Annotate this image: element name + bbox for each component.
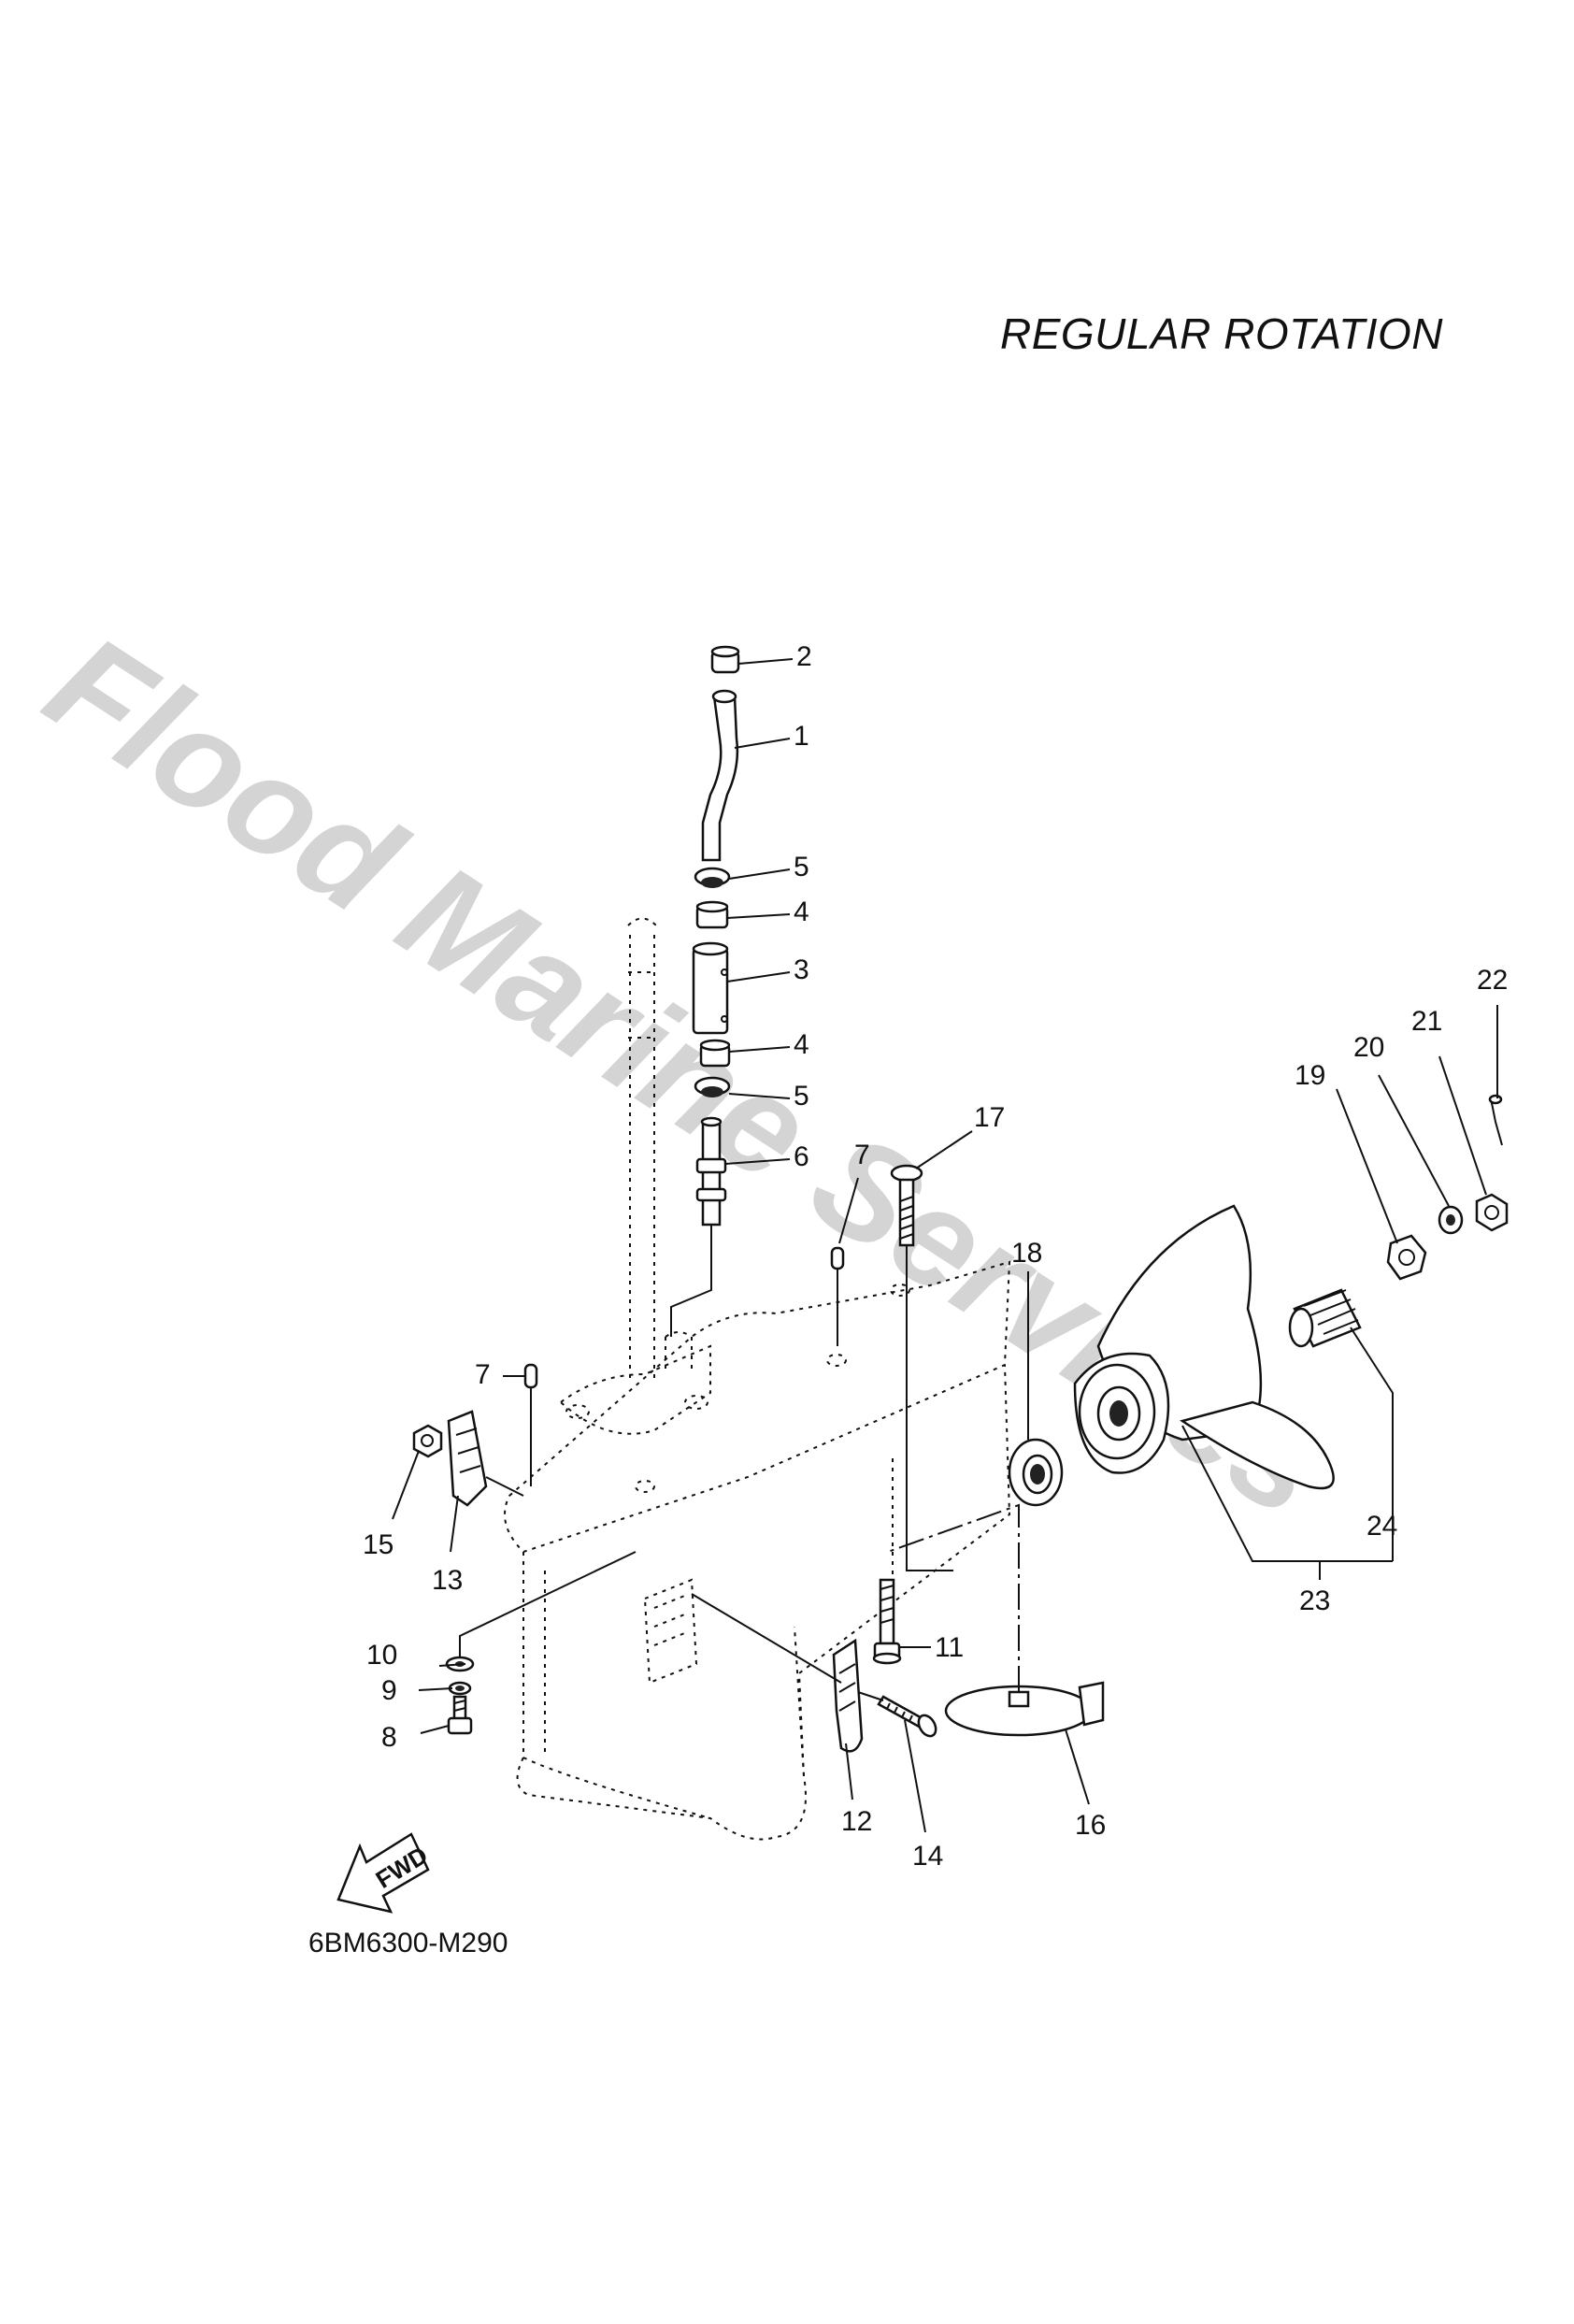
callout-20: 20 — [1353, 1032, 1384, 1063]
bush-spline-24 — [1288, 1288, 1362, 1348]
callout-4b: 4 — [794, 1029, 809, 1060]
callout-19: 19 — [1295, 1060, 1325, 1091]
propeller — [1073, 1204, 1335, 1490]
callout-10: 10 — [366, 1640, 397, 1671]
washer-20 — [1438, 1205, 1464, 1235]
dowel-pin-left — [523, 1363, 538, 1389]
callout-2: 2 — [796, 641, 812, 672]
callout-12: 12 — [841, 1806, 872, 1837]
callout-21: 21 — [1411, 1006, 1442, 1037]
callout-7b: 7 — [475, 1359, 491, 1390]
water-tube-joint — [692, 941, 729, 1035]
dowel-pin-top — [830, 1246, 845, 1270]
callout-17: 17 — [974, 1102, 1005, 1133]
water-tube-pipe — [695, 1116, 727, 1227]
water-tube-bush-upper — [695, 900, 729, 929]
water-tube — [701, 689, 739, 862]
page-title: REGULAR ROTATION — [1000, 309, 1443, 358]
callout-23: 23 — [1299, 1585, 1330, 1616]
callout-6: 6 — [794, 1141, 809, 1172]
thrust-washer-18 — [1008, 1438, 1064, 1507]
bolt-8 — [447, 1695, 473, 1735]
callout-5a: 5 — [794, 852, 809, 882]
callout-14: 14 — [912, 1841, 943, 1872]
callout-leaders — [392, 658, 1498, 1833]
lower-case-housing — [504, 917, 1011, 1841]
callout-8: 8 — [381, 1722, 397, 1753]
cotter-pin-22 — [1488, 1094, 1503, 1146]
callout-16: 16 — [1075, 1810, 1106, 1841]
water-tube-grommet — [710, 645, 740, 674]
water-tube-seal-lower — [694, 1076, 731, 1097]
washer-9 — [448, 1681, 472, 1696]
callout-24: 24 — [1367, 1511, 1397, 1542]
anode-13 — [447, 1410, 488, 1507]
callout-7a: 7 — [854, 1140, 870, 1170]
callout-4a: 4 — [794, 897, 809, 927]
spacer-19 — [1386, 1234, 1427, 1281]
callout-15: 15 — [363, 1529, 394, 1560]
bolt-14 — [877, 1695, 937, 1738]
callout-13: 13 — [432, 1565, 463, 1596]
callout-22: 22 — [1477, 965, 1508, 996]
callout-labels: 2 1 5 4 3 4 5 6 7 17 18 19 20 21 22 7 15… — [363, 641, 1508, 1872]
callout-11: 11 — [935, 1632, 964, 1663]
callout-5b: 5 — [794, 1081, 809, 1112]
callout-18: 18 — [1011, 1238, 1042, 1269]
water-tube-bush-lower — [699, 1039, 731, 1068]
fwd-arrow-icon: FWD — [336, 1832, 433, 1914]
diagram-code: 6BM6300-M290 — [308, 1928, 508, 1958]
water-tube-seal-upper — [694, 867, 731, 888]
bolt-11 — [872, 1578, 902, 1665]
callout-1: 1 — [794, 721, 809, 752]
callout-3: 3 — [794, 954, 809, 985]
callout-9: 9 — [381, 1675, 397, 1706]
trim-tab-16 — [944, 1681, 1105, 1737]
nut-15 — [412, 1424, 443, 1458]
trim-tab-anode-12 — [832, 1638, 864, 1753]
propeller-nut-21 — [1475, 1193, 1509, 1232]
